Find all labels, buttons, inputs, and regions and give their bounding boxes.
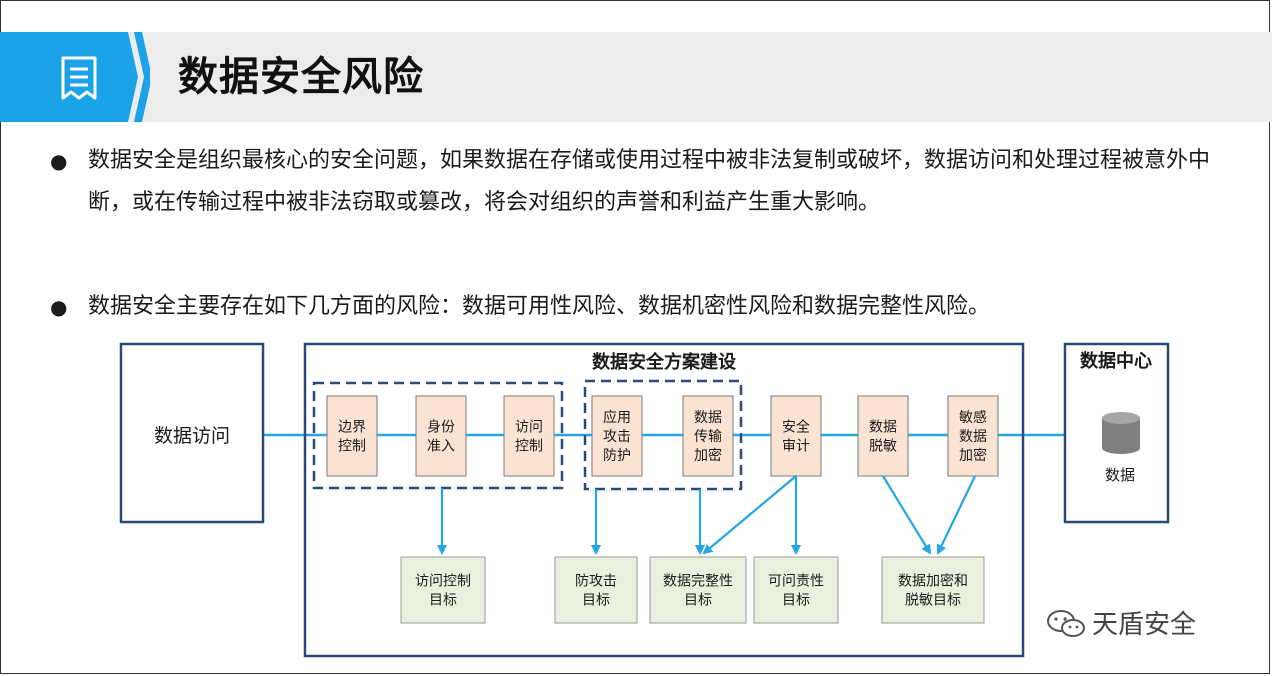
target-box	[400, 556, 486, 624]
wechat-icon	[1047, 610, 1085, 637]
db-body	[1102, 418, 1140, 454]
chevron-icon	[134, 32, 150, 122]
step-label: 控制	[338, 439, 366, 455]
step-label: 加密	[959, 447, 987, 464]
bullet-dot: ●	[50, 149, 68, 173]
step-label: 攻击	[603, 429, 631, 445]
step-label: 数据	[959, 429, 987, 445]
step-box	[591, 395, 643, 477]
step-box	[326, 395, 378, 477]
target-label: 数据加密和	[898, 573, 968, 590]
step-label: 访问	[515, 420, 543, 436]
database-label: 数据	[1105, 466, 1135, 484]
step-label: 敏感	[959, 409, 987, 426]
step-box	[503, 395, 555, 477]
target-box	[753, 556, 839, 624]
bullet-text: 数据安全主要存在如下几方面的风险：数据可用性风险、数据机密性风险和数据完整性风险…	[88, 294, 991, 319]
db-top	[1102, 412, 1140, 424]
step-label: 控制	[515, 439, 543, 455]
target-label: 访问控制	[415, 574, 471, 590]
security-plan-frame	[303, 342, 1025, 658]
target-label: 目标	[429, 593, 457, 609]
target-box	[649, 556, 747, 624]
arrow-encrypt-to-encrypt-target	[936, 475, 976, 555]
step-label: 边界	[338, 420, 366, 436]
step-label: 传输	[694, 429, 722, 445]
step-label: 安全	[782, 419, 810, 436]
target-box	[881, 556, 985, 624]
target-label: 可问责性	[768, 574, 824, 590]
bullet-text: 数据安全是组织最核心的安全问题，如果数据在存储或使用过程中被非法复制或破坏，数据…	[88, 148, 1211, 215]
document-icon	[61, 56, 97, 100]
security-plan-title: 数据安全方案建设	[592, 351, 736, 373]
dashed-group-transport	[583, 379, 743, 491]
target-label: 数据完整性	[663, 574, 733, 590]
step-box	[857, 395, 909, 477]
arrow-desens-to-encrypt-target	[882, 475, 932, 555]
target-box	[554, 556, 638, 624]
step-box	[947, 395, 999, 477]
step-label: 准入	[427, 439, 455, 455]
step-label: 数据	[869, 420, 897, 436]
data-access-label: 数据访问	[154, 425, 230, 447]
target-label: 脱敏目标	[905, 593, 961, 609]
watermark: 天盾安全	[1046, 604, 1196, 641]
step-box	[415, 395, 467, 477]
step-label: 脱敏	[869, 439, 897, 455]
step-label: 应用	[603, 409, 631, 426]
step-label: 加密	[694, 447, 722, 464]
title-bar	[0, 32, 1272, 122]
target-label: 目标	[684, 593, 712, 609]
data-center-box	[1063, 342, 1170, 524]
step-box	[770, 395, 822, 477]
database-icon	[1102, 412, 1140, 454]
step-label: 身份	[427, 420, 455, 436]
step-label: 审计	[782, 439, 810, 455]
page-title: 数据安全风险	[178, 54, 424, 100]
target-label: 目标	[782, 593, 810, 609]
arrow-audit-to-integrity	[702, 475, 797, 555]
title-accent	[0, 32, 150, 122]
watermark-text: 天盾安全	[1092, 610, 1197, 640]
step-label: 防护	[603, 448, 631, 464]
step-label: 数据	[694, 410, 722, 426]
target-label: 目标	[582, 593, 610, 609]
target-label: 防攻击	[575, 574, 617, 590]
data-center-title: 数据中心	[1080, 350, 1152, 372]
bullet-dot: ●	[50, 295, 68, 319]
data-access-box	[119, 342, 265, 524]
step-box	[682, 395, 734, 477]
